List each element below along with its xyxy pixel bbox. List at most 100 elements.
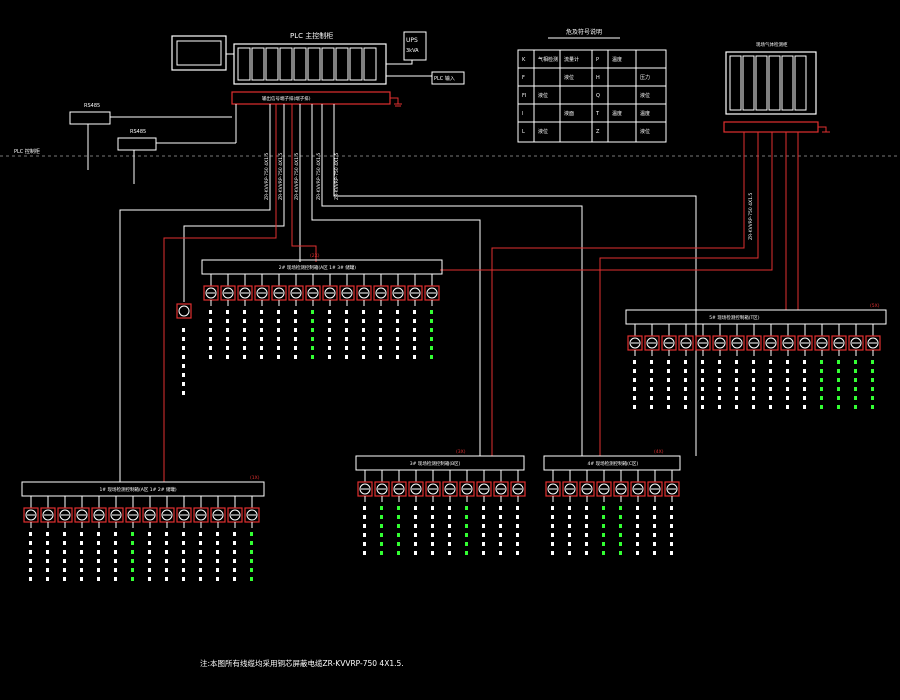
- signal-mark: [667, 405, 670, 409]
- signal-mark: [414, 515, 417, 519]
- signal-mark: [701, 405, 704, 409]
- signal-mark: [397, 551, 400, 555]
- signal-mark: [131, 550, 134, 554]
- legend-cell: F: [522, 75, 525, 81]
- signal-mark: [328, 319, 331, 323]
- signal-mark: [199, 532, 202, 536]
- signal-mark: [165, 577, 168, 581]
- signal-mark: [430, 355, 433, 359]
- signal-mark: [165, 559, 168, 563]
- signal-mark: [701, 360, 704, 364]
- signal-mark: [182, 541, 185, 545]
- signal-mark: [650, 396, 653, 400]
- signal-mark: [499, 542, 502, 546]
- controller-boxes: 2# 现场检测控制箱(A区 1# 3# 储罐)(2X)5# 现场检测控制箱(T区…: [21, 253, 887, 581]
- signal-mark: [820, 396, 823, 400]
- legend-cell: P: [596, 57, 599, 63]
- signal-mark: [448, 506, 451, 510]
- signal-mark: [786, 360, 789, 364]
- signal-mark: [216, 550, 219, 554]
- signal-mark: [311, 355, 314, 359]
- signal-mark: [667, 369, 670, 373]
- signal-mark: [653, 506, 656, 510]
- signal-mark: [131, 568, 134, 572]
- signal-mark: [148, 550, 151, 554]
- signal-mark: [752, 396, 755, 400]
- rs485-b-label: RS485: [130, 129, 146, 135]
- signal-mark: [752, 360, 755, 364]
- signal-mark: [380, 515, 383, 519]
- signal-mark: [684, 360, 687, 364]
- signal-mark: [345, 328, 348, 332]
- signal-mark: [216, 532, 219, 536]
- signal-mark: [837, 396, 840, 400]
- legend-cell: Q: [596, 93, 600, 99]
- signal-mark: [414, 542, 417, 546]
- signal-mark: [380, 533, 383, 537]
- signal-mark: [803, 360, 806, 364]
- signal-mark: [465, 533, 468, 537]
- signal-mark: [465, 506, 468, 510]
- signal-mark: [328, 346, 331, 350]
- box-tag: (1X): [250, 475, 260, 481]
- signal-mark: [735, 405, 738, 409]
- signal-mark: [148, 532, 151, 536]
- signal-mark: [379, 328, 382, 332]
- signal-mark: [260, 355, 263, 359]
- signal-mark: [803, 396, 806, 400]
- signal-mark: [46, 577, 49, 581]
- box-tag: (4X): [654, 449, 664, 455]
- signal-mark: [165, 550, 168, 554]
- plc-terminal-label: 输出信号端子排(端子排): [262, 95, 311, 102]
- box-label: 4# 现场检测控制箱(C区): [588, 460, 639, 467]
- signal-mark: [380, 506, 383, 510]
- signal-mark: [670, 506, 673, 510]
- signal-mark: [803, 369, 806, 373]
- signal-mark: [602, 533, 605, 537]
- signal-mark: [854, 378, 857, 382]
- signal-mark: [735, 396, 738, 400]
- signal-mark: [551, 542, 554, 546]
- signal-mark: [430, 310, 433, 314]
- legend-cell: 液位: [538, 92, 548, 99]
- legend-cell: l: [522, 111, 523, 117]
- signal-mark: [568, 515, 571, 519]
- right-cabinet: [725, 51, 817, 115]
- signal-mark: [233, 541, 236, 545]
- signal-mark: [667, 387, 670, 391]
- signal-mark: [80, 568, 83, 572]
- box-tag: (3X): [456, 449, 466, 455]
- signal-mark: [430, 328, 433, 332]
- signal-mark: [602, 551, 605, 555]
- signal-mark: [735, 387, 738, 391]
- signal-mark: [551, 551, 554, 555]
- legend-cell: 液位: [564, 74, 574, 81]
- signal-mark: [199, 568, 202, 572]
- signal-mark: [165, 568, 168, 572]
- standalone-terminal: [176, 303, 192, 395]
- signal-mark: [752, 369, 755, 373]
- signal-mark: [46, 568, 49, 572]
- signal-mark: [837, 378, 840, 382]
- signal-mark: [413, 346, 416, 350]
- signal-mark: [362, 337, 365, 341]
- signal-mark: [820, 360, 823, 364]
- signal-mark: [131, 532, 134, 536]
- signal-mark: [718, 405, 721, 409]
- right-cabinet-title: 现场气体检测柜: [756, 41, 788, 48]
- signal-mark: [735, 378, 738, 382]
- signal-mark: [97, 577, 100, 581]
- signal-mark: [243, 337, 246, 341]
- signal-mark: [653, 542, 656, 546]
- signal-mark: [653, 524, 656, 528]
- signal-mark: [97, 532, 100, 536]
- signal-mark: [735, 369, 738, 373]
- signal-mark: [516, 515, 519, 519]
- signal-mark: [29, 532, 32, 536]
- signal-mark: [482, 533, 485, 537]
- signal-mark: [165, 532, 168, 536]
- signal-mark: [379, 319, 382, 323]
- signal-mark: [499, 515, 502, 519]
- signal-mark: [396, 337, 399, 341]
